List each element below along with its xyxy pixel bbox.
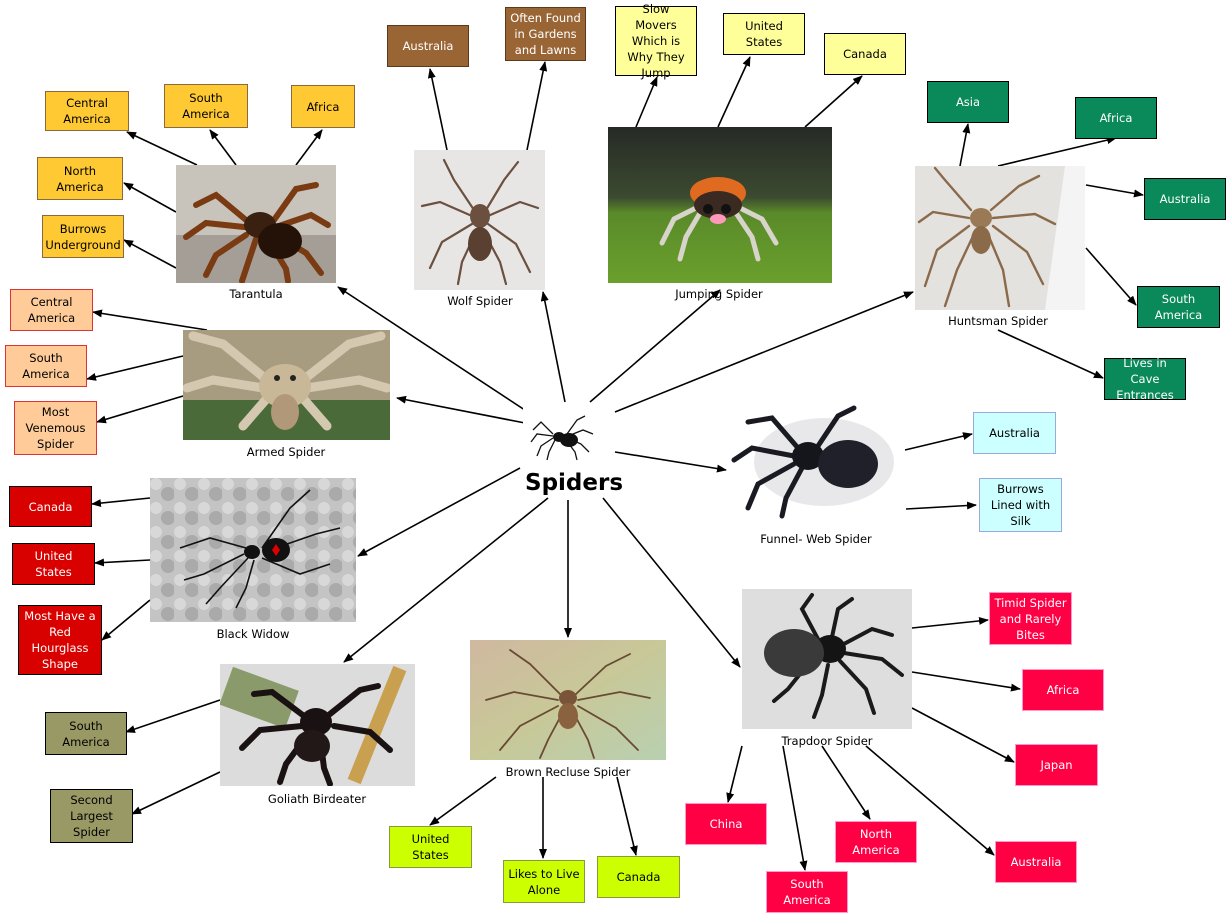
trapdoor-fact-japan: Japan xyxy=(1015,744,1098,786)
hub-spider-image xyxy=(523,404,599,464)
tarantula-fact-north-america: North America xyxy=(37,157,123,200)
jumping-fact-canada: Canada xyxy=(824,33,906,75)
tarantula-fact-africa: Africa xyxy=(291,85,355,128)
recluse-fact-united-states: United States xyxy=(389,826,472,868)
blackwidow-fact-canada: Canada xyxy=(9,486,92,527)
brown-recluse-spider-caption: Brown Recluse Spider xyxy=(505,765,631,779)
trapdoor-fact-north-america: North America xyxy=(835,821,917,863)
trapdoor-spider-image xyxy=(742,589,912,729)
goliath-birdeater-caption: Goliath Birdeater xyxy=(267,792,367,806)
brown-recluse-spider-image xyxy=(470,640,666,760)
recluse-fact-canada: Canada xyxy=(597,856,680,898)
tarantula-image xyxy=(176,165,336,283)
funnel-web-spider-caption: Funnel- Web Spider xyxy=(760,532,872,546)
jumping-spider-caption: Jumping Spider xyxy=(675,287,763,301)
jumping-fact-united-states: United States xyxy=(723,13,805,55)
trapdoor-fact-australia: Australia xyxy=(995,841,1077,883)
blackwidow-fact-united-states: United States xyxy=(12,543,95,585)
tarantula-fact-central-america: Central America xyxy=(45,91,129,131)
huntsman-fact-south-america: South America xyxy=(1137,286,1220,328)
huntsman-fact-africa: Africa xyxy=(1075,97,1157,139)
armed-spider-image xyxy=(183,330,390,440)
jumping-spider-image xyxy=(608,127,832,283)
trapdoor-fact-china: China xyxy=(685,803,767,845)
funnel-fact-australia: Australia xyxy=(973,412,1056,454)
huntsman-fact-caves: Lives in Cave Entrances xyxy=(1104,356,1186,402)
trapdoor-fact-timid: Timid Spider and Rarely Bites xyxy=(989,592,1072,645)
recluse-fact-alone: Likes to Live Alone xyxy=(503,860,585,903)
huntsman-spider-image xyxy=(915,166,1085,310)
huntsman-fact-asia: Asia xyxy=(927,81,1009,123)
armed-fact-south-america: South America xyxy=(5,345,87,387)
black-widow-image xyxy=(150,478,356,622)
tarantula-caption: Tarantula xyxy=(229,287,283,301)
goliath-fact-second-largest: Second Largest Spider xyxy=(50,789,133,843)
tarantula-fact-burrows: Burrows Underground xyxy=(42,215,124,258)
goliath-birdeater-image xyxy=(220,664,415,786)
armed-fact-venomous: Most Venemous Spider xyxy=(14,401,97,455)
funnel-web-spider-image xyxy=(728,402,904,520)
wolf-spider-image xyxy=(414,150,545,290)
blackwidow-fact-hourglass: Most Have a Red Hourglass Shape xyxy=(18,605,102,675)
goliath-fact-south-america: South America xyxy=(45,712,127,755)
center-title: Spiders xyxy=(525,470,624,496)
wolf-fact-australia: Australia xyxy=(387,25,469,67)
huntsman-fact-australia: Australia xyxy=(1144,178,1226,220)
armed-fact-central-america: Central America xyxy=(10,289,93,331)
trapdoor-fact-africa: Africa xyxy=(1022,669,1104,711)
wolf-fact-gardens: Often Found in Gardens and Lawns xyxy=(505,7,586,61)
wolf-spider-caption: Wolf Spider xyxy=(447,294,513,308)
huntsman-spider-caption: Huntsman Spider xyxy=(948,314,1048,328)
trapdoor-fact-south-america: South America xyxy=(766,871,848,913)
jumping-fact-slow-movers: Slow Movers Which is Why They Jump xyxy=(615,2,697,80)
funnel-fact-silk: Burrows Lined with Silk xyxy=(979,478,1062,532)
armed-spider-caption: Armed Spider xyxy=(246,445,326,459)
tarantula-fact-south-america: South America xyxy=(164,84,248,128)
trapdoor-spider-caption: Trapdoor Spider xyxy=(781,734,873,748)
black-widow-caption: Black Widow xyxy=(216,627,290,641)
